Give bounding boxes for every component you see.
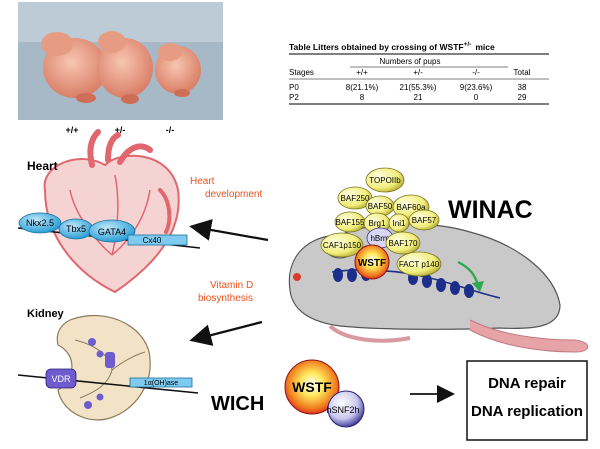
subunit-caf1p150: CAF1p150 (320, 232, 364, 258)
kidney-illustration (56, 314, 151, 421)
svg-text:1α(OH)ase: 1α(OH)ase (144, 380, 178, 387)
table-row-p2-wt: 8 (360, 93, 365, 102)
svg-text:Cx40: Cx40 (143, 236, 162, 245)
table-caption: Table Litters obtained by crossing of WS… (289, 41, 495, 52)
heart-illustration (43, 129, 180, 294)
table-col-het: +/- (413, 68, 423, 77)
table-row-p2-ko: 0 (474, 93, 479, 102)
table-col-stages: Stages (289, 68, 314, 77)
table-row-p0-ko: 9(23.6%) (460, 83, 493, 92)
subunit-baf155: BAF155 (334, 211, 366, 233)
svg-text:BAF60a: BAF60a (397, 203, 426, 212)
svg-text:Nkx2.5: Nkx2.5 (26, 218, 54, 228)
svg-text:Tbx5: Tbx5 (66, 224, 86, 234)
litter-table: Table Litters obtained by crossing of WS… (289, 41, 549, 105)
svg-text:hSNF2h: hSNF2h (326, 405, 359, 415)
svg-text:Ini1: Ini1 (393, 219, 406, 228)
table-row-p2-total: 29 (518, 93, 527, 102)
subunit-baf57: BAF57 (408, 209, 440, 231)
svg-text:BAF170: BAF170 (389, 239, 418, 248)
table-group-header: Numbers of pups (380, 57, 441, 66)
genotype-label-ko: -/- (166, 125, 175, 135)
wich-outcome-box: DNA repair DNA replication (466, 360, 588, 441)
table-row-p0-wt: 8(21.1%) (346, 83, 379, 92)
table-row-p2-stage: P2 (289, 93, 299, 102)
subunit-wstf-winac: WSTF (354, 244, 390, 280)
table-row-p0-het: 21(55.3%) (400, 83, 437, 92)
subunit-baf170: BAF170 (385, 231, 421, 255)
table-row-p0-stage: P0 (289, 83, 299, 92)
heart-arrow (189, 219, 269, 242)
winac-title: WINAC (448, 196, 533, 224)
table-row-p2-het: 21 (414, 93, 423, 102)
outcome-dna-repair: DNA repair (488, 375, 566, 392)
genotype-label-wt: +/+ (65, 125, 78, 135)
pups-photo (18, 2, 223, 120)
svg-text:hBrm: hBrm (370, 234, 389, 243)
kidney-factor-vdr: VDR (45, 368, 77, 389)
subunit-topoiib: TOPOIIb (365, 167, 405, 193)
remodeling-arrow-head (472, 281, 484, 292)
pup-heterozygous (97, 31, 153, 104)
subunit-ini1: Ini1 (388, 213, 410, 233)
wich-hsnf2h: hSNF2h (326, 390, 365, 428)
heart-factor-gata4: GATA4 (88, 219, 136, 243)
outcome-dna-replication: DNA replication (471, 403, 583, 420)
svg-text:BAF250: BAF250 (341, 194, 370, 203)
subunit-fact-p140: FACT p140 (396, 251, 442, 277)
heart-title: Heart (27, 159, 58, 173)
heart-factor-nkx25: Nkx2.5 (18, 212, 62, 234)
svg-text:CAF1p150: CAF1p150 (323, 241, 362, 250)
svg-text:BAF50: BAF50 (368, 202, 393, 211)
wich-wstf: WSTF (284, 359, 340, 415)
svg-text:TOPOIIb: TOPOIIb (369, 176, 401, 185)
svg-text:WSTF: WSTF (292, 379, 332, 395)
wich-title: WICH (211, 393, 264, 415)
kidney-title: Kidney (27, 308, 65, 320)
kidney-gene-1aohase: 1α(OH)ase (129, 377, 193, 388)
heart-gene-cx40: Cx40 (127, 234, 188, 246)
svg-text:WSTF: WSTF (358, 258, 386, 269)
heart-development-label-line2: development (205, 189, 262, 200)
pup-wildtype (41, 32, 107, 103)
table-row-p0-total: 38 (518, 83, 527, 92)
table-col-total: Total (514, 68, 531, 77)
table-col-ko: -/- (472, 68, 480, 77)
svg-text:BAF155: BAF155 (336, 218, 365, 227)
pup-knockout (155, 43, 201, 97)
svg-text:FACT p140: FACT p140 (399, 260, 440, 269)
genotype-label-het: +/- (115, 125, 126, 135)
svg-text:GATA4: GATA4 (98, 227, 126, 237)
winac-complex: TOPOIIb BAF250 BAF50 BAF60a BAF155 Brg1 … (320, 167, 442, 280)
heart-development-label-line1: Heart (190, 176, 215, 187)
vitamin-d-label-line2: biosynthesis (198, 293, 253, 304)
vitamin-d-label-line1: Vitamin D (210, 280, 253, 291)
svg-text:Brg1: Brg1 (369, 219, 386, 228)
kidney-arrow (189, 320, 263, 346)
table-col-wt: +/+ (356, 68, 368, 77)
heart-factor-tbx5: Tbx5 (58, 218, 94, 240)
svg-text:BAF57: BAF57 (412, 216, 437, 225)
svg-text:VDR: VDR (51, 374, 71, 384)
